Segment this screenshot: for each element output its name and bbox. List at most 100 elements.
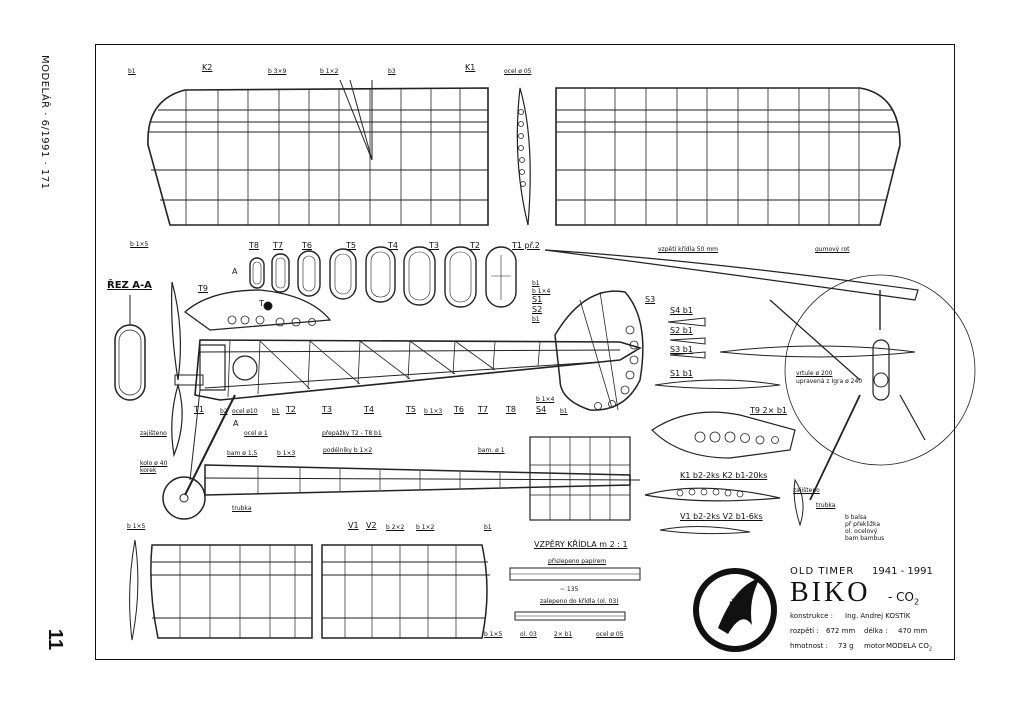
label-b1x4-bottom: b 1×4 (536, 396, 555, 403)
label-ol03: ol. 03 (520, 631, 537, 638)
label-t2: T2 (286, 405, 296, 414)
label-former-t8: T8 (249, 241, 259, 250)
label-ocel05-bottom: ocel ø 05 (596, 631, 624, 638)
label-b1x5-left: b 1×5 (130, 241, 149, 248)
t9-part (651, 411, 796, 459)
label-b2: b2 (220, 408, 228, 415)
legend-preklizka: př překližka (845, 521, 881, 528)
label-trubka-right: trubka (816, 502, 836, 509)
zaz-logo (693, 568, 777, 652)
spec-hmotnost-label: hmotnost : (790, 642, 828, 650)
spec-hmotnost-value: 73 g (838, 642, 854, 650)
label-t8: T8 (506, 405, 516, 414)
legend-bambus: bam bambus (845, 535, 885, 542)
label-dim-135: ~ 135 (560, 586, 579, 593)
label-gumovy-rot: gumový rot (815, 246, 850, 253)
label-t9: T9 (198, 284, 208, 293)
label-former-t2: T2 (470, 241, 480, 250)
label-t-mark: T (259, 299, 264, 308)
spec-konstrukce-value: Ing. Andrej KOSTÍK (845, 612, 911, 620)
fuselage-formers (249, 246, 517, 308)
label-prepazky: přepážky T2 - T8 b1 (322, 430, 382, 437)
wing-struts-detail (509, 567, 641, 621)
label-t9-2xb1: T9 2× b1 (750, 406, 788, 415)
label-v1: V1 (348, 521, 359, 530)
label-bam1: bam. ø 1 (478, 447, 505, 454)
spec-konstrukce-label: konstrukce : (790, 612, 834, 620)
label-t4: T4 (364, 405, 374, 414)
title-model-name: BIKO (790, 577, 871, 608)
label-s4b1: S4 b1 (670, 306, 693, 315)
label-b1-r1: b1 (532, 280, 540, 287)
label-bam15: bam ø 1,5 (227, 450, 258, 457)
wing-bottom-right (321, 544, 490, 639)
section-a-a (114, 295, 146, 401)
label-s3b1: S3 b1 (670, 345, 693, 354)
label-b1x3-fuselage: b 1×3 (424, 408, 443, 415)
label-former-t3: T3 (429, 241, 439, 250)
drawing-frame (95, 44, 955, 660)
label-ocel10: ocel ø10 (232, 408, 258, 415)
right-wing-top-view (555, 87, 901, 226)
left-wing-top-view (147, 79, 489, 226)
label-b1x4: b 1×4 (532, 288, 551, 295)
title-years: 1941 - 1991 (872, 566, 933, 577)
label-b1x5-bottom-right: b 1×5 (484, 631, 503, 638)
spec-motor-label: motor (864, 642, 886, 650)
label-vzpery: VZPĚRY KŘÍDLA m 2 : 1 (534, 540, 628, 549)
label-2xb1: 2× b1 (554, 631, 573, 638)
label-zalepeno: zalepeno do křídla (ol. 03) (540, 598, 619, 605)
label-s3: S3 (645, 295, 656, 304)
spec-delka-value: 470 mm (898, 627, 928, 635)
spec-rozpeti-label: rozpětí : (790, 627, 819, 635)
label-zajisteno: zajišteno (140, 430, 167, 437)
label-vzpeti: vzpětí křídla 50 mm (658, 246, 719, 253)
label-b1-mid: b1 (272, 408, 280, 415)
label-former-t7: T7 (273, 241, 283, 250)
label-former-t5: T5 (346, 241, 356, 250)
label-t5: T5 (406, 405, 416, 414)
label-s4: S4 (536, 405, 547, 414)
label-prislepeno: přislepeno papírem (548, 558, 607, 565)
spec-rozpeti-value: 672 mm (826, 627, 856, 635)
label-k1: K1 (465, 63, 476, 72)
label-b3x9: b 3×9 (268, 68, 287, 75)
label-podelniky: podélníky b 1×2 (323, 447, 373, 454)
label-t7: T7 (478, 405, 488, 414)
wing-bottom-left (129, 539, 313, 641)
label-t6: T6 (454, 405, 464, 414)
label-b1x3: b 1×3 (277, 450, 296, 457)
section-a-a-title: ŘEZ A-A (107, 280, 152, 291)
label-k1-k2: K1 b2-2ks K2 b1-20ks (680, 471, 768, 480)
label-s2b1: S2 b1 (670, 326, 693, 335)
label-upravena: upravená z Igra ø 240 (796, 378, 863, 385)
label-s2: S2 (532, 305, 543, 314)
label-ocel-05: ocel ø 05 (504, 68, 532, 75)
wing-rib-k (644, 487, 781, 535)
label-t1: T1 (194, 405, 204, 414)
label-b1x2-bottom: b 1×2 (416, 524, 435, 531)
label-former-t6: T6 (302, 241, 312, 250)
wing-root-rib (516, 87, 531, 226)
label-former-t1: T1 př.2 (512, 241, 540, 250)
title-suffix: - CO2 (888, 590, 920, 607)
label-former-t4: T4 (388, 241, 398, 250)
spec-motor-value: MODELA CO2 (886, 642, 933, 653)
label-b1-top-left: b1 (128, 68, 136, 75)
label-b1x5-bottom-left: b 1×5 (127, 523, 146, 530)
label-b3: b3 (388, 68, 396, 75)
label-zajisteno-right: zajišteno (793, 487, 820, 494)
label-t3: T3 (322, 405, 332, 414)
label-k2: K2 (202, 63, 213, 72)
fuselage-side-view (162, 281, 644, 520)
label-section-a-top: A (232, 267, 238, 276)
label-b2x2: b 2×2 (386, 524, 405, 531)
label-ocel1: ocel ø 1 (244, 430, 268, 437)
label-v1-v2: V1 b2-2ks V2 b1-6ks (680, 512, 763, 521)
title-old-timer: OLD TIMER (790, 566, 855, 577)
label-s1: S1 (532, 295, 543, 304)
label-trubka-left: trubka (232, 505, 252, 512)
spec-delka-label: délka : (864, 627, 888, 635)
fuselage-top-view (204, 436, 641, 521)
